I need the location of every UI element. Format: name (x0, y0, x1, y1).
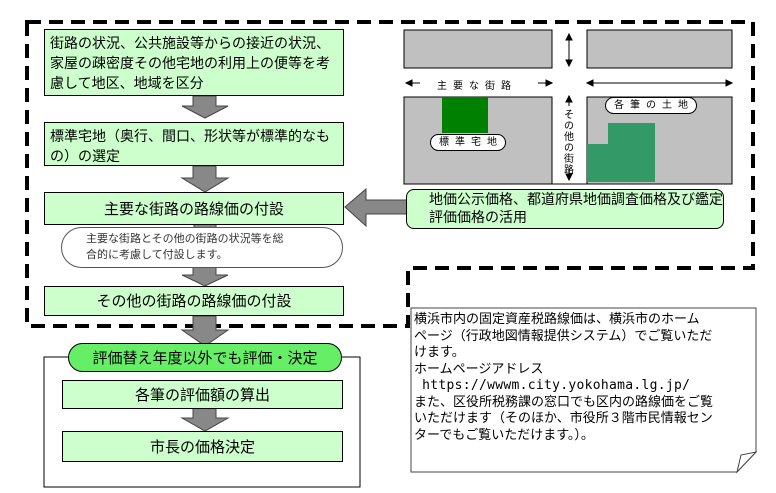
step-area-division-text: 街路の状況、公共施設等からの接近の状況、家屋の疎密度その他宅地の利用上の便等を考… (50, 36, 330, 92)
arrow-down-4 (181, 265, 229, 287)
step-mayor-decision-text: 市長の価格決定 (149, 437, 255, 456)
info-line-4: ホームページアドレス (414, 361, 544, 377)
standard-lot-shape (442, 97, 488, 133)
note-bubble: 主要な街路とその他の街路の状況等を総合的に考慮して付設します。 (61, 227, 343, 268)
price-source-text: 地価公示価格、都道府県地価調査価格及び鑑定評価価格の活用 (429, 192, 723, 226)
info-line-2: ページ（行政地図情報提供システム）でご覧いただ (414, 328, 713, 344)
map-main-street-label: 主要な街路 (437, 81, 517, 92)
info-line-6: また、区役所税務課の窓口でも区内の路線価をご覧 (414, 394, 714, 410)
info-line-7: いただけます（そのほか、市役所３階市民情報セン (414, 411, 713, 426)
arrow-down-1 (181, 95, 229, 119)
revaluation-badge-text: 評価替え年度以外でも評価・決定 (92, 349, 318, 367)
map (403, 29, 733, 185)
arrow-down-5 (180, 315, 230, 347)
info-line-1: 横浜市内の固定資産税路線価は、横浜市のホーム (414, 312, 700, 327)
dashed-frame (25, 20, 755, 328)
step-main-street-price: 主要な街路の路線価の付設 (44, 192, 344, 225)
info-line-8: ターでもご覧いただけます。）。 (414, 427, 594, 443)
step-standard-lot-selection-text: 標準宅地（奥行、間口、形状等が標準的なもの）の選定 (50, 129, 330, 165)
step-other-street-price: その他の街路の路線価の付設 (44, 286, 344, 316)
homepage-url[interactable]: https://wwwm.city.yokohama.lg.jp/ (414, 378, 691, 393)
arrow-down-2 (180, 165, 230, 193)
arrow-left-price (344, 187, 409, 228)
note-text: 主要な街路とその他の街路の状況等を総合的に考慮して付設します。 (86, 232, 284, 261)
step-standard-lot-selection: 標準宅地（奥行、間口、形状等が標準的なもの）の選定 (44, 122, 344, 166)
step-each-lot-valuation-text: 各筆の評価額の算出 (134, 385, 270, 404)
step-main-street-price-text: 主要な街路の路線価の付設 (103, 199, 284, 218)
map-each-lot-label: 各筆の土地 (605, 97, 697, 114)
step-other-street-price-text: その他の街路の路線価の付設 (96, 292, 292, 310)
step-each-lot-valuation: 各筆の評価額の算出 (62, 380, 343, 409)
folded-corner (736, 451, 758, 474)
price-source-box: 地価公示価格、都道府県地価調査価格及び鑑定評価価格の活用 (406, 189, 724, 229)
step-mayor-decision: 市長の価格決定 (62, 431, 343, 462)
step-area-division: 街路の状況、公共施設等からの接近の状況、家屋の疎密度その他宅地の利用上の便等を考… (44, 29, 344, 96)
arrow-down-6 (180, 407, 230, 432)
each-lot-shape (587, 123, 655, 182)
map-other-street-label: その他の街路 (564, 110, 574, 176)
revaluation-badge: 評価替え年度以外でも評価・決定 (68, 343, 342, 372)
map-standard-lot-label: 標準宅地 (430, 134, 506, 151)
info-line-3: けます。 (414, 345, 465, 360)
